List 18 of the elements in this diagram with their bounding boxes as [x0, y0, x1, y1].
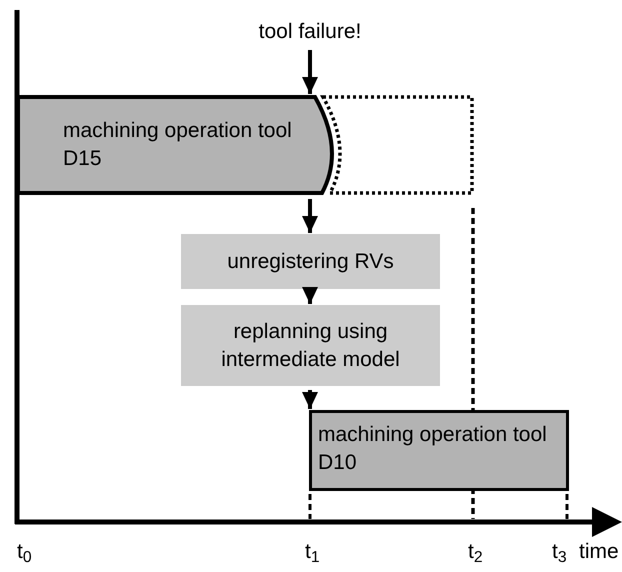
arrow [302, 287, 318, 304]
axis-label: t$_{3}$ [552, 539, 567, 566]
axis-label: time [579, 539, 619, 565]
node-text: machining operation tool D15 [63, 118, 293, 172]
node-text: unregistering RVs [227, 248, 394, 274]
axis-label: t$_{1}$ [305, 539, 320, 566]
operation-box [17, 95, 335, 195]
arrow [302, 199, 318, 233]
operation-box [309, 410, 569, 491]
arrow [302, 50, 318, 94]
axis-label: t$_{0}$ [17, 539, 32, 566]
node-text: tool failure! [258, 19, 362, 45]
arrow [302, 390, 318, 409]
process-box [181, 305, 440, 386]
node-text: replanning using intermediate model [220, 318, 401, 372]
axis-label: t$_{2}$ [468, 539, 483, 566]
node-text: machining operation tool D10 [318, 422, 548, 476]
process-box [181, 234, 440, 289]
